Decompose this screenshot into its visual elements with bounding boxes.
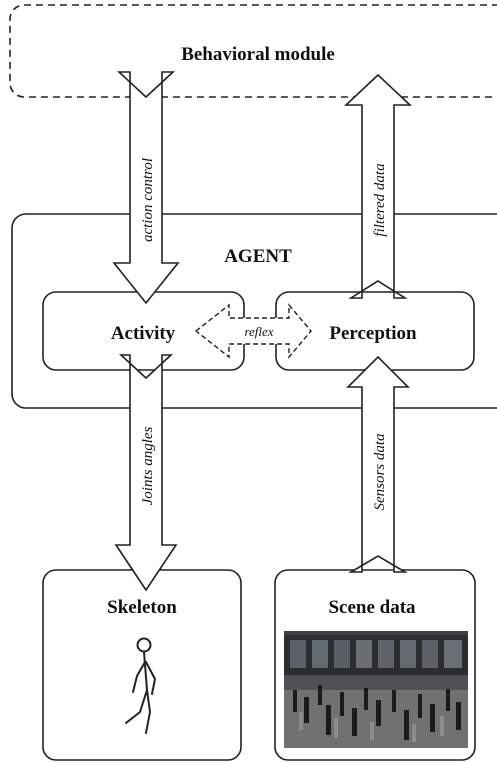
reflex-arrow bbox=[194, 303, 312, 359]
scene-data-label: Scene data bbox=[328, 597, 416, 618]
sensors-data-label: Sensors data bbox=[372, 433, 388, 510]
action-control-label: action control bbox=[140, 158, 156, 242]
reflex-label: reflex bbox=[244, 324, 273, 339]
behavioral-module-label: Behavioral module bbox=[181, 44, 335, 65]
joints-angles-arrow bbox=[114, 354, 178, 592]
joints-angles-label: Joints angles bbox=[140, 426, 156, 505]
perception-label: Perception bbox=[329, 323, 417, 344]
filtered-data-arrow-body bbox=[343, 73, 413, 299]
agent-label: AGENT bbox=[224, 246, 292, 267]
stick-figure-icon bbox=[125, 637, 156, 734]
action-control-arrow bbox=[112, 71, 180, 305]
sensors-data-arrow bbox=[346, 355, 410, 573]
behavioral-module-box bbox=[9, 4, 497, 98]
skeleton-label: Skeleton bbox=[107, 597, 177, 618]
activity-label: Activity bbox=[111, 323, 176, 344]
filtered-data-label: filtered data bbox=[372, 163, 388, 236]
crowd-scene-image bbox=[284, 631, 468, 748]
